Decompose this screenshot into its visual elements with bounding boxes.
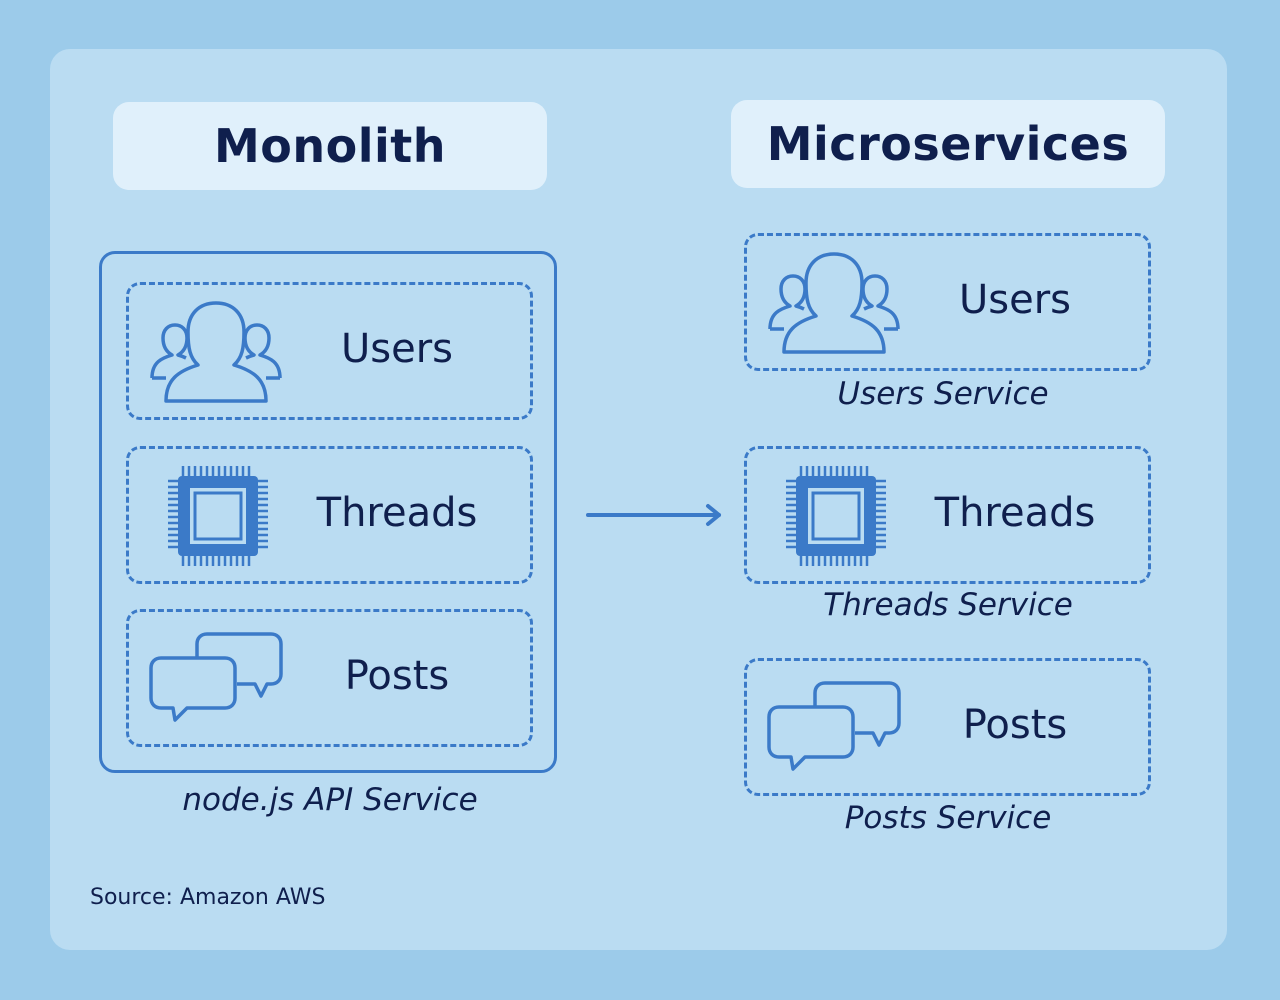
monolith-module-threads-label: Threads	[316, 490, 478, 536]
microservice-users-caption: Users Service	[837, 376, 1049, 412]
users-icon	[768, 251, 900, 355]
chat-bubbles-icon	[149, 632, 283, 724]
monolith-module-users-label: Users	[340, 326, 454, 372]
microservice-threads	[744, 446, 1151, 584]
monolith-module-posts	[126, 609, 533, 747]
microservice-users-label: Users	[958, 277, 1072, 323]
microservice-threads-caption: Threads Service	[823, 587, 1073, 623]
monolith-module-posts-label: Posts	[344, 653, 450, 699]
chip-icon	[784, 464, 888, 568]
monolith-module-users	[126, 282, 533, 420]
microservices-title: Microservices	[731, 100, 1165, 188]
chat-bubbles-icon	[767, 681, 901, 773]
right-arrow-icon	[586, 504, 721, 526]
users-icon	[150, 300, 282, 404]
monolith-module-threads	[126, 446, 533, 584]
microservice-posts-label: Posts	[962, 702, 1068, 748]
microservice-users	[744, 233, 1151, 371]
monolith-container	[99, 251, 557, 773]
microservice-posts	[744, 658, 1151, 796]
microservice-posts-caption: Posts Service	[844, 800, 1052, 836]
source-note: Source: Amazon AWS	[90, 885, 326, 910]
monolith-title: Monolith	[113, 102, 547, 190]
microservice-threads-label: Threads	[934, 490, 1096, 536]
chip-icon	[166, 464, 270, 568]
monolith-caption: node.js API Service	[182, 782, 478, 818]
